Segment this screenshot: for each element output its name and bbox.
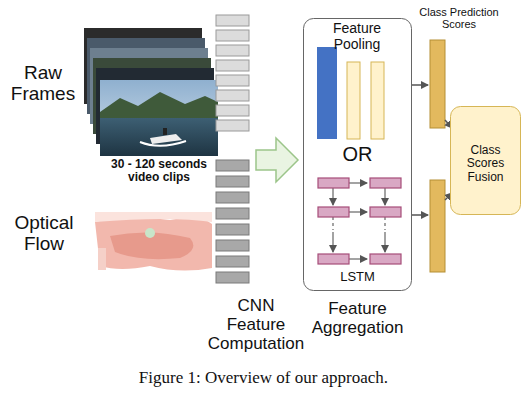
stage-label: CNN Feature Computation <box>206 296 306 353</box>
lstm-title: LSTM <box>303 270 412 285</box>
pooling-bar <box>347 62 360 139</box>
figure-caption: Figure 1: Overview of our approach. <box>0 368 527 387</box>
or-label: OR <box>303 143 412 165</box>
input-label: Raw Frames <box>4 62 82 105</box>
output-label: Class Prediction Scores <box>414 6 504 31</box>
stage-label: Feature Aggregation <box>297 299 418 337</box>
flow-arrow <box>256 138 298 182</box>
fusion-title: Class Scores Fusion <box>454 144 517 184</box>
score-bars <box>412 40 452 272</box>
cnn-feature-stack <box>216 15 249 283</box>
aggregation-box: Feature PoolingORLSTMFeature Aggregation <box>303 18 412 291</box>
lstm-grid <box>318 178 401 264</box>
optical-flow-image <box>95 212 212 276</box>
input-label: Optical Flow <box>6 212 82 255</box>
pooling-bar <box>317 47 337 139</box>
pooling-bar <box>371 62 384 139</box>
clip-length-note: 30 - 120 seconds video clips <box>100 158 218 185</box>
pooling-title: Feature Pooling <box>317 21 397 52</box>
fusion-outline <box>451 107 521 215</box>
video-frames <box>84 28 218 156</box>
aggregation-outline <box>304 19 412 291</box>
fusion-box: Class Scores Fusion <box>450 106 521 215</box>
